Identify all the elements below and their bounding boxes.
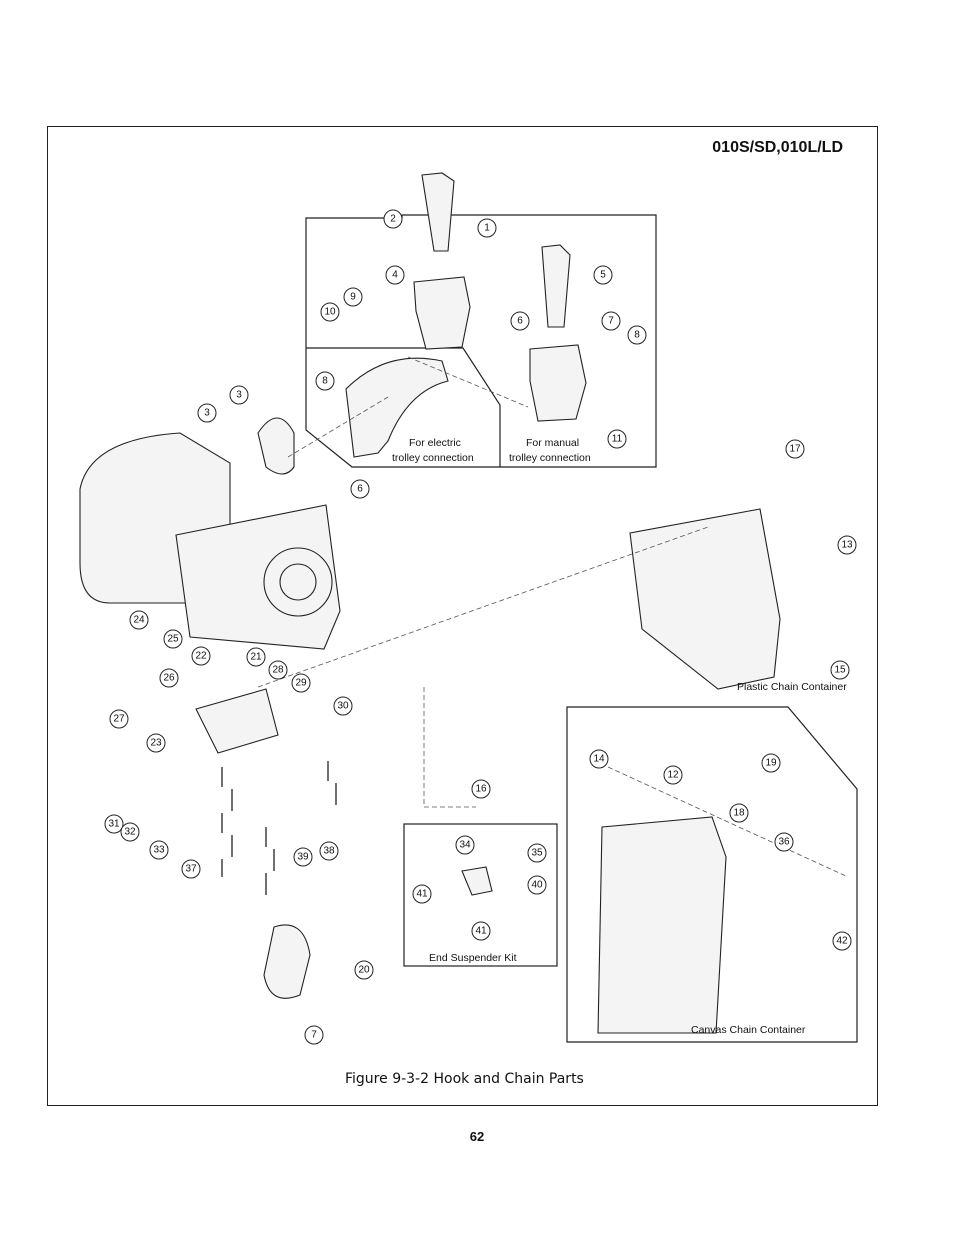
- end-suspender-box: [403, 823, 558, 967]
- callout-number: 13: [841, 540, 853, 551]
- callout-number: 4: [392, 270, 398, 281]
- callout-number: 32: [124, 827, 136, 838]
- electric-label-line1: For electric: [409, 437, 461, 449]
- callout-number: 36: [778, 837, 790, 848]
- callout-number: 20: [358, 965, 370, 976]
- callout-number: 41: [416, 889, 428, 900]
- callout-number: 3: [236, 390, 242, 401]
- callout-number: 2: [390, 214, 396, 225]
- callout-number: 6: [517, 316, 523, 327]
- callout-number: 18: [733, 808, 745, 819]
- canvas-inset-outline: [566, 706, 858, 1043]
- callout-number: 41: [475, 926, 487, 937]
- callout-number: 30: [337, 701, 349, 712]
- bottom-hook-26: [263, 924, 311, 999]
- manual-label-line1: For manual: [526, 437, 579, 449]
- callout-number: 27: [113, 714, 125, 725]
- callout-number: 1: [484, 223, 490, 234]
- suspension-bracket-3: [421, 172, 455, 252]
- callout-number: 7: [608, 316, 614, 327]
- callout-number: 37: [185, 864, 197, 875]
- callout-number: 7: [311, 1030, 317, 1041]
- callout-number: 29: [295, 678, 307, 689]
- callout-number: 40: [531, 880, 543, 891]
- figure-frame: 010S/SD,010L/LD: [47, 126, 878, 1106]
- load-chain-3: [327, 761, 337, 805]
- callout-number: 6: [357, 484, 363, 495]
- callout-number: 34: [459, 840, 471, 851]
- callout-number: 10: [324, 307, 336, 318]
- callout-number: 28: [272, 665, 284, 676]
- plastic-container-label: Plastic Chain Container: [737, 681, 847, 693]
- end-suspender-label: End Suspender Kit: [429, 952, 517, 964]
- callout-number: 15: [834, 665, 846, 676]
- callout-number: 8: [322, 376, 328, 387]
- plastic-chain-container: [629, 508, 781, 690]
- callout-number: 24: [133, 615, 145, 626]
- callout-number: 8: [634, 330, 640, 341]
- callout-number: 35: [531, 848, 543, 859]
- figure-caption: Figure 9-3-2 Hook and Chain Parts: [345, 1071, 584, 1087]
- callout-number: 22: [195, 651, 207, 662]
- callout-number: 5: [600, 270, 606, 281]
- electric-label-line2: trolley connection: [392, 452, 474, 464]
- callout-number: 31: [108, 819, 120, 830]
- callout-number: 42: [836, 936, 848, 947]
- callout-number: 3: [204, 408, 210, 419]
- load-chain: [221, 767, 233, 877]
- callout-number: 21: [250, 652, 262, 663]
- trolley-plate-9: [345, 357, 449, 458]
- callout-number: 25: [167, 634, 179, 645]
- load-chain-2: [265, 827, 275, 895]
- callout-number: 16: [475, 784, 487, 795]
- trolley-inset-divider: [306, 347, 501, 467]
- connector-container: [257, 526, 709, 808]
- canvas-chain-container: [597, 816, 727, 1034]
- top-hook-1: [257, 417, 295, 475]
- model-heading: 010S/SD,010L/LD: [712, 139, 843, 156]
- page-number: 62: [469, 1129, 485, 1144]
- callout-number: 14: [593, 754, 605, 765]
- suspension-bracket-3b: [541, 244, 571, 328]
- callout-number: 12: [667, 770, 679, 781]
- connector-trolley: [287, 356, 529, 458]
- callout-number: 33: [153, 845, 165, 856]
- connector-canvas: [607, 766, 849, 878]
- adapter-4: [413, 276, 471, 350]
- callout-number: 23: [150, 738, 162, 749]
- callout-number: 19: [765, 758, 777, 769]
- canvas-container-label: Canvas Chain Container: [691, 1024, 806, 1036]
- chain-guide-15: [195, 688, 279, 754]
- callout-number: 9: [350, 292, 356, 303]
- callout-number: 26: [163, 673, 175, 684]
- callout-number: 17: [789, 444, 801, 455]
- end-suspender-bracket: [461, 866, 493, 896]
- callout-number: 11: [612, 434, 623, 445]
- adapter-5: [529, 344, 587, 422]
- callout-number: 39: [297, 852, 309, 863]
- manual-label-line2: trolley connection: [509, 452, 591, 464]
- callout-number: 38: [323, 846, 335, 857]
